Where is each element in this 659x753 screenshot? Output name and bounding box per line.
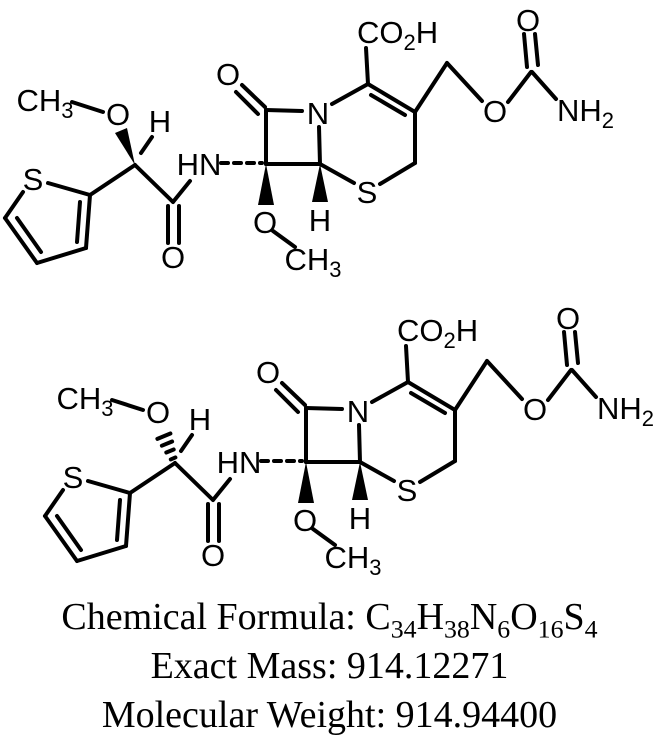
formula-value: C34H38N6O16S4 — [365, 596, 598, 644]
caption-block: Chemical Formula: C34H38N6O16S4 Exact Ma… — [0, 593, 659, 740]
solid-wedge-cstereo-o — [115, 128, 135, 165]
caption-exact-mass: Exact Mass: 914.12271 — [150, 645, 509, 687]
formula-label: Chemical Formula: — [61, 596, 366, 638]
caption-molecular-weight: Molecular Weight: 914.94400 — [101, 694, 558, 736]
caption-formula-line: Chemical Formula: C34H38N6O16S4 — [0, 593, 659, 642]
molecule-bottom-epimer — [43, 299, 657, 582]
molecule-top-epimer — [3, 1, 617, 284]
hashed-wedge-cstereo-o — [155, 431, 178, 462]
